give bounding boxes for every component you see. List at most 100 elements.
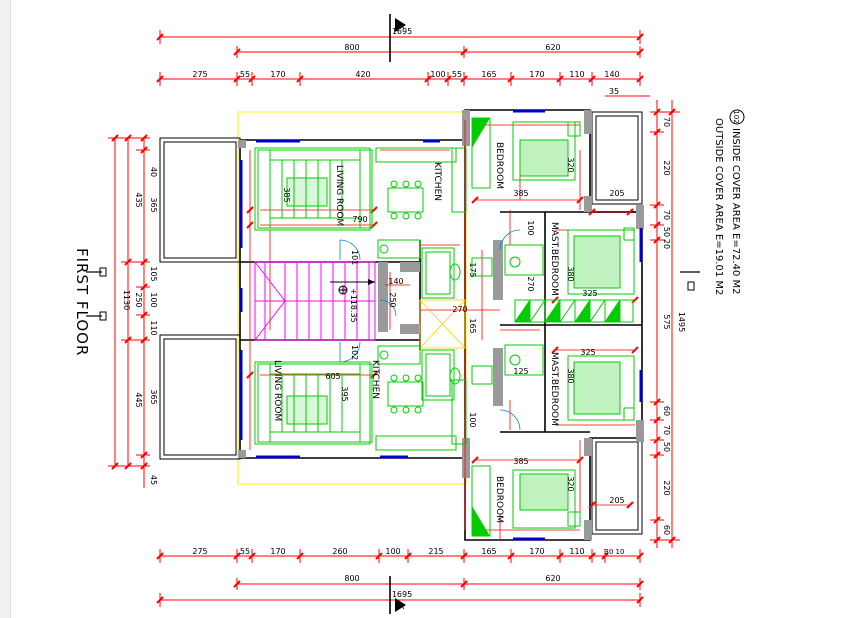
floor-title: FIRST FLOOR	[73, 248, 91, 356]
section-marker-label-top: A	[398, 22, 405, 32]
stair-arrow	[330, 279, 375, 295]
dim-bottom-major-2: 620	[545, 574, 560, 583]
dim-interior-7: 380	[566, 266, 575, 281]
dim-right-minor-10: 220	[662, 480, 671, 495]
room-label-master-top: MAST.BEDROOM	[549, 222, 559, 296]
right-dimension-ticks	[653, 108, 676, 544]
dim-top-minor-5: 100	[430, 70, 445, 79]
room-label-kitchen-top: KITCHEN	[432, 162, 442, 201]
dim-top-minor-7: 165	[481, 70, 496, 79]
bottom-dimension-ticks	[156, 552, 644, 604]
dim-left-minor-7: 45	[149, 475, 158, 485]
dim-left-minor-6: 365	[149, 389, 158, 404]
dim-bottom-minor-1: 275	[192, 547, 207, 556]
room-label-living-bottom: LIVING ROOM	[272, 360, 282, 421]
dim-interior-3: 320	[566, 157, 575, 172]
dim-bottom-minor-10: 30	[605, 548, 614, 556]
dim-right-minor-7: 60	[662, 406, 671, 416]
section-marker-top: A	[389, 14, 406, 62]
dim-left-minor-5: 110	[149, 320, 158, 335]
dim-bottom-minor-7: 165	[481, 547, 496, 556]
windows	[239, 109, 643, 541]
top-dimension-ticks	[156, 33, 644, 83]
dim-right-minor-11: 60	[662, 525, 671, 535]
room-label-living-top: LIVING ROOM	[334, 165, 344, 226]
section-marker-label-bottom: A	[398, 602, 405, 612]
room-label-bedroom-top: BEDROOM	[494, 142, 504, 189]
room-label-kitchen-bottom: KITCHEN	[370, 360, 380, 399]
dim-bottom-minor-8: 170	[529, 547, 544, 556]
dim-interior-20: 100	[468, 412, 477, 427]
dim-bottom-minor-9: 110	[569, 547, 584, 556]
dim-interior-11: 140	[388, 277, 403, 286]
dim-left-minor-1: 40	[149, 167, 158, 177]
stair-number-top: 101	[350, 250, 359, 265]
dim-top-major-1: 800	[344, 43, 359, 52]
left-dimension-chains	[108, 137, 150, 488]
dim-interior-4: 385	[513, 189, 528, 198]
dim-right-minor-3: 70	[662, 210, 671, 220]
top-dimension-chains	[159, 30, 650, 97]
dim-interior-12: 250	[388, 292, 397, 307]
dim-bottom-minor-5: 100	[385, 547, 400, 556]
dim-right-minor-5: 20	[662, 239, 671, 249]
dim-interior-2: 790	[352, 215, 367, 224]
dim-right-overall: 1495	[677, 312, 686, 332]
dim-interior-6: 100	[526, 220, 535, 235]
dim-top-minor-8: 170	[529, 70, 544, 79]
outside-area-note: OUTSIDE COVER AREA E=19.01 M2	[713, 118, 724, 295]
dim-top-minor-10: 140	[604, 70, 619, 79]
dim-left-major-2: 250	[134, 292, 143, 307]
dim-left-major-1: 435	[134, 192, 143, 207]
section-marker-bottom: A	[389, 576, 406, 614]
shaft	[419, 299, 466, 349]
room-label-bedroom-bottom: BEDROOM	[494, 476, 504, 523]
dim-right-minor-4: 50	[662, 227, 671, 237]
dim-top-minor-1: 275	[192, 70, 207, 79]
dim-top-minor-4: 420	[355, 70, 370, 79]
door-swings	[339, 229, 521, 431]
dim-left-minor-2: 365	[149, 197, 158, 212]
furniture	[254, 117, 635, 537]
level-marker-left	[86, 267, 107, 321]
dim-interior-22: 320	[566, 476, 575, 491]
room-label-master-bottom: MAST.BEDROOM	[549, 352, 559, 426]
stair-number-bottom: 102	[350, 345, 359, 360]
dim-bottom-minor-2: 55	[240, 547, 250, 556]
dim-left-major-3: 445	[134, 392, 143, 407]
dim-interior-14: 165	[468, 318, 477, 333]
balcony-outlines	[159, 111, 643, 535]
dim-left-minor-4: 100	[149, 292, 158, 307]
dim-left-overall: 1130	[122, 290, 131, 310]
dim-bottom-major-1: 800	[344, 574, 359, 583]
apartment-number: 102	[732, 110, 740, 123]
dim-top-minor-2: 55	[240, 70, 250, 79]
dim-bottom-overall: 1695	[392, 590, 412, 599]
wardrobe-fills	[472, 118, 620, 536]
wall-fills	[238, 110, 644, 540]
dim-interior-23: 205	[609, 496, 624, 505]
area-notes: 102 INSIDE COVER AREA E=72.40 M2 OUTSIDE…	[713, 109, 745, 295]
dim-interior-9: 270	[526, 276, 535, 291]
dim-left-minor-3: 105	[149, 266, 158, 281]
dim-right-minor-2: 220	[662, 160, 671, 175]
dim-right-minor-1: 70	[662, 117, 671, 127]
dim-bottom-minor-4: 260	[332, 547, 347, 556]
viewer-edge	[0, 0, 11, 618]
dim-top-extra: 35	[609, 87, 619, 96]
dim-right-minor-6: 575	[662, 314, 671, 329]
dim-top-minor-3: 170	[270, 70, 285, 79]
dim-top-major-2: 620	[545, 43, 560, 52]
dim-bottom-minor-6: 215	[428, 547, 443, 556]
dim-interior-8: 175	[468, 262, 477, 277]
left-dimension-ticks	[111, 134, 148, 470]
dim-bottom-minor-3: 170	[270, 547, 285, 556]
dim-top-overall: 1695	[392, 27, 412, 36]
dim-right-minor-8: 70	[662, 425, 671, 435]
dim-interior-16: 325	[580, 348, 595, 357]
elevation-label: +118.35	[349, 288, 358, 323]
dim-interior-18: 605	[325, 372, 340, 381]
dim-right-minor-9: 50	[662, 442, 671, 452]
